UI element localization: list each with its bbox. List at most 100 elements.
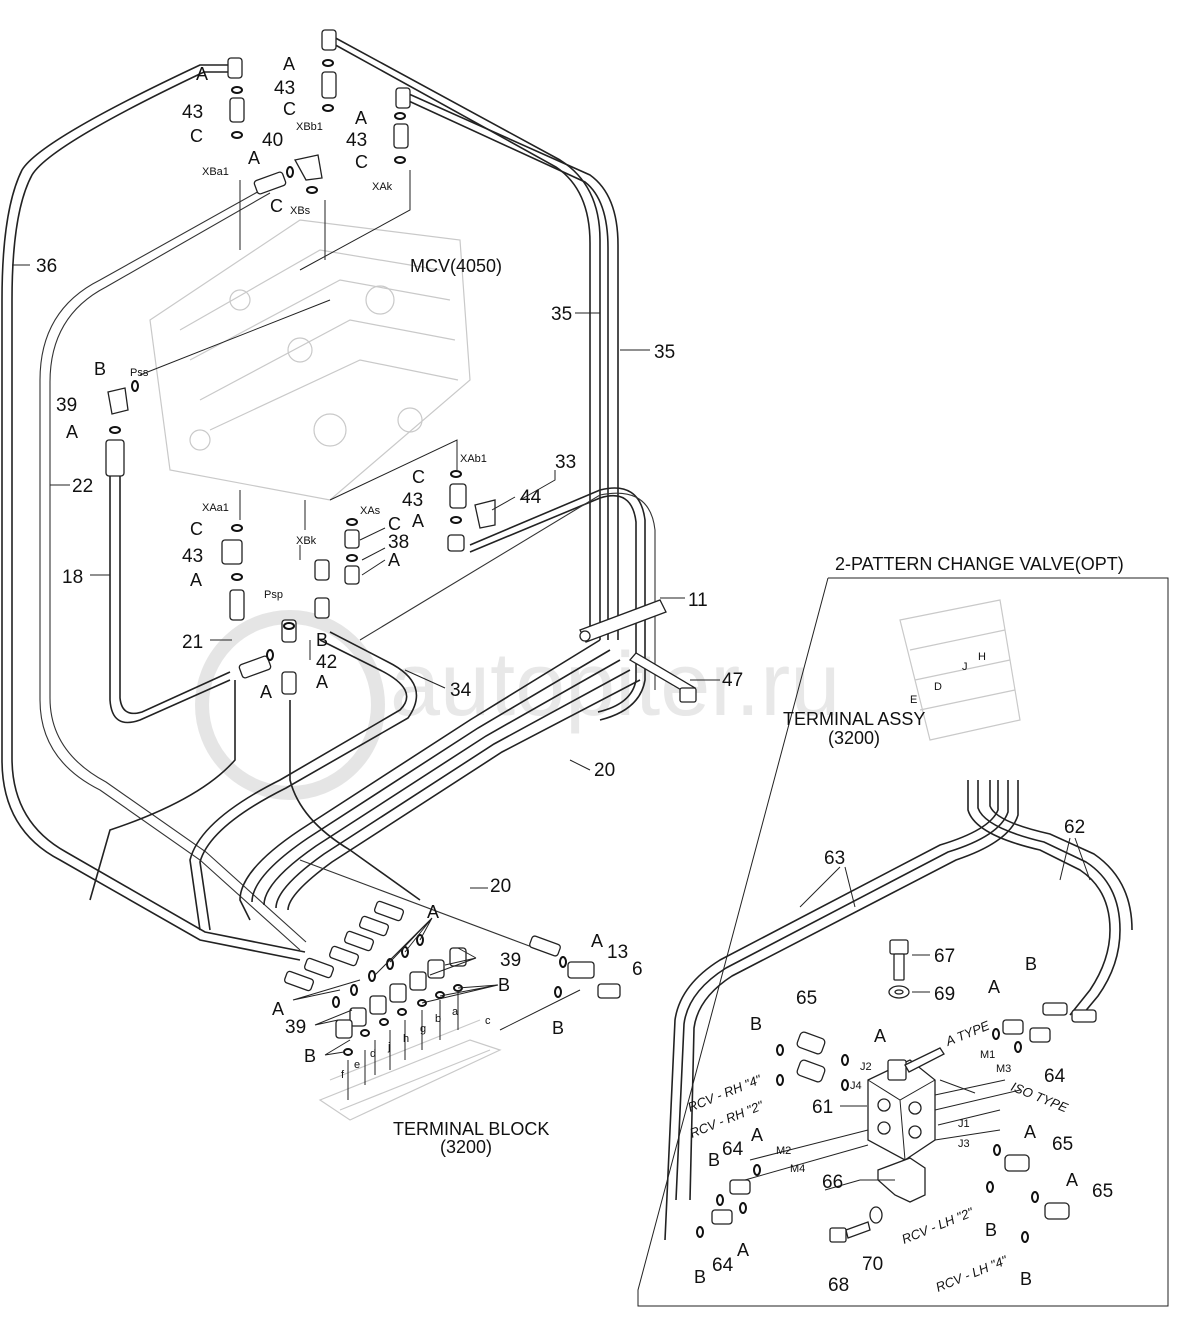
port-j2: J2 (860, 1061, 872, 1073)
part-39-right: 39 (500, 950, 521, 971)
part-20-b: 20 (490, 876, 511, 897)
bolt-68 (829, 1221, 871, 1243)
part-40: 40 (262, 130, 283, 151)
callout-a: A (283, 54, 295, 74)
part-39-upper: 39 (56, 395, 77, 416)
terminal-block-code: (3200) (440, 1137, 492, 1157)
callout-c: C (283, 99, 296, 119)
port-g-small: g (420, 1023, 426, 1035)
part-70: 70 (862, 1254, 883, 1275)
callout-b: B (304, 1046, 316, 1066)
callout-b: B (94, 359, 106, 379)
terminal-block-title: TERMINAL BLOCK (393, 1119, 549, 1139)
callout-a: A (260, 682, 272, 702)
callout-b: B (498, 975, 510, 995)
part-20-a: 20 (594, 760, 615, 781)
hose-36 (1, 64, 306, 961)
part-33: 33 (555, 452, 576, 473)
part-67: 67 (934, 946, 955, 967)
port-j: J (962, 661, 968, 673)
callout-b: B (985, 1220, 997, 1240)
valve-block-61 (867, 1047, 945, 1161)
part-11: 11 (688, 590, 708, 611)
callout-a: A (591, 931, 603, 951)
callout-c: C (412, 467, 425, 487)
part-65-1: 65 (796, 988, 817, 1009)
part-44: 44 (520, 487, 542, 508)
part-36: 36 (36, 256, 57, 277)
port-e: E (910, 694, 917, 706)
port-j4: J4 (850, 1080, 862, 1092)
port-m2: M2 (776, 1145, 791, 1157)
port-b-small: b (435, 1013, 441, 1025)
terminal-block-orings (332, 934, 463, 1056)
leader-lines (12, 170, 1091, 1191)
watermark-text: autopiter.ru (390, 635, 840, 735)
mcv-ghost-outline (149, 219, 471, 501)
hose-22 (39, 184, 307, 951)
callout-a: A (427, 902, 439, 922)
part-65-2: 65 (1052, 1134, 1073, 1155)
part-62: 62 (1064, 817, 1085, 838)
clamp-11 (579, 599, 667, 643)
terminal-assy-code: (3200) (828, 728, 880, 748)
plug-6 (597, 983, 621, 999)
part-18: 18 (62, 567, 83, 588)
part-13: 13 (607, 942, 628, 963)
part-64-3: 64 (712, 1255, 734, 1276)
callout-letters: A C A C A C A C B A C A C A C A B A A A … (66, 54, 1078, 1289)
callout-c: C (190, 519, 203, 539)
bolt-67 (889, 939, 909, 981)
port-m4: M4 (790, 1163, 805, 1175)
part-38: 38 (388, 532, 409, 553)
callout-a: A (355, 108, 367, 128)
part-22: 22 (72, 476, 93, 497)
part-6: 6 (632, 959, 643, 980)
part-68: 68 (828, 1275, 849, 1296)
pattern-valve-frame (637, 577, 1169, 1307)
callout-a: A (751, 1125, 763, 1145)
watermark: autopiter.ru (195, 610, 840, 800)
port-xas: XAs (360, 505, 381, 517)
callout-a: A (737, 1240, 749, 1260)
callout-b: B (552, 1018, 564, 1038)
port-pss: Pss (130, 367, 149, 379)
hose-20 (239, 639, 641, 951)
port-a-small: a (452, 1006, 459, 1018)
tee-13 (554, 956, 595, 998)
port-c-small: c (485, 1015, 491, 1027)
port-xaa1: XAa1 (202, 502, 229, 514)
callout-a: A (272, 999, 284, 1019)
port-xba1: XBa1 (202, 166, 229, 178)
port-xbk: XBk (296, 535, 317, 547)
port-m3: M3 (996, 1063, 1011, 1075)
port-xbb1: XBb1 (296, 121, 323, 133)
callout-b: B (694, 1267, 706, 1287)
part-43-4: 43 (402, 490, 423, 511)
part-66: 66 (822, 1172, 843, 1193)
part-47: 47 (722, 670, 743, 691)
callout-c: C (270, 196, 283, 216)
washer-70 (869, 1206, 883, 1224)
port-xak: XAk (372, 181, 393, 193)
port-d-small: d (370, 1048, 376, 1060)
part-64-2: 64 (722, 1139, 744, 1160)
port-j-small: j (387, 1041, 390, 1053)
callout-b: B (750, 1014, 762, 1034)
callout-c: C (355, 152, 368, 172)
part-43-2: 43 (274, 78, 295, 99)
part-64-1: 64 (1044, 1066, 1066, 1087)
hose-33 (359, 487, 656, 721)
hose-18 (109, 440, 231, 724)
part-35-a: 35 (551, 304, 572, 325)
valve-fittings (696, 1002, 1097, 1243)
port-labels: XBa1 XBs XBb1 XAk Pss XAb1 XAa1 XAs XBk … (130, 121, 1011, 1175)
port-xbs: XBs (290, 205, 311, 217)
port-h-small: h (403, 1033, 409, 1045)
bolt-47 (628, 652, 697, 703)
port-d: D (934, 681, 942, 693)
callout-a: A (412, 511, 424, 531)
part-43-5: 43 (182, 546, 203, 567)
port-e-small: e (354, 1059, 360, 1071)
callout-a: A (388, 550, 400, 570)
